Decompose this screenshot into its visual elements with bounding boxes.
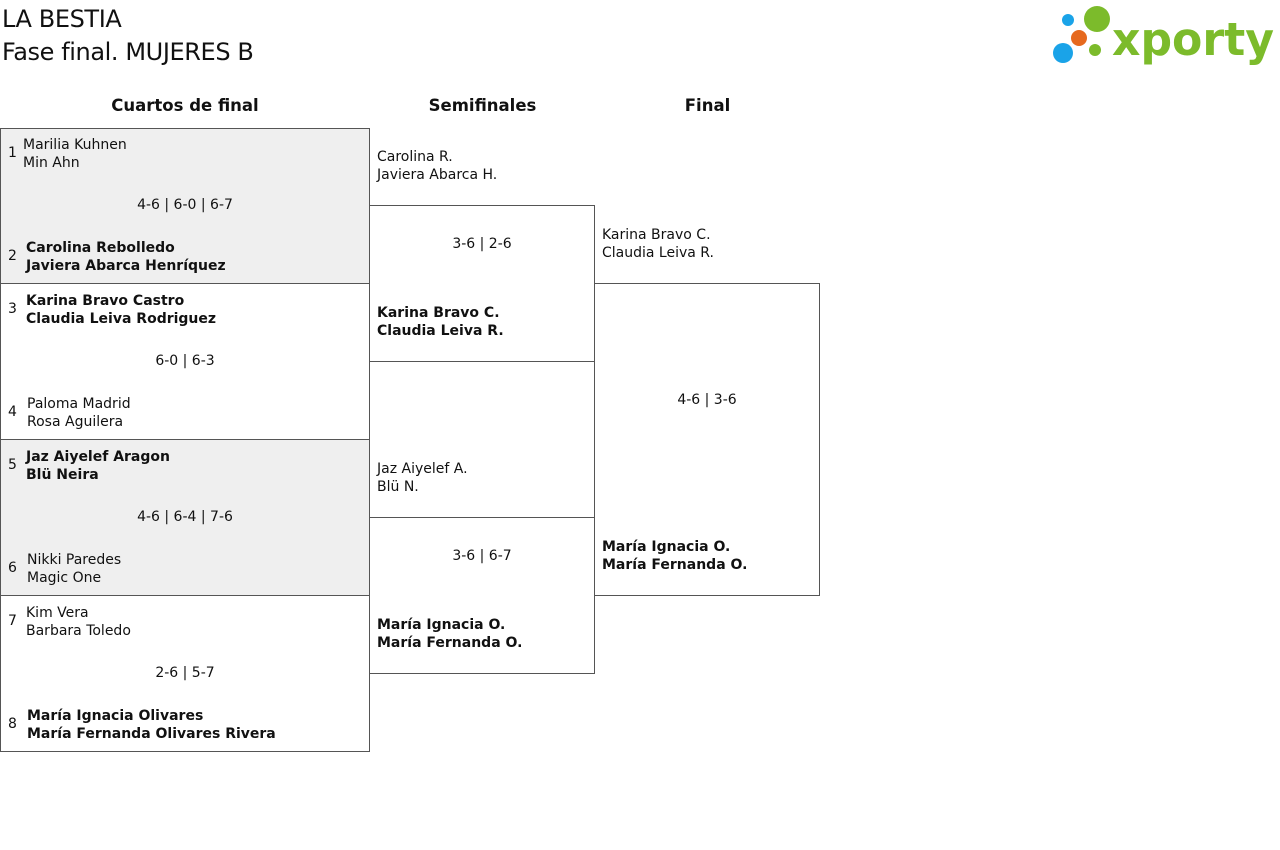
player-name: María Ignacia Olivares — [27, 708, 204, 724]
team-top-winner: Jaz Aiyelef Aragon Blü Neira — [26, 448, 170, 484]
player-name: Blü N. — [377, 479, 419, 495]
player-name: Jaz Aiyelef A. — [377, 461, 468, 477]
seed-number: 8 — [8, 716, 17, 732]
player-name: Marilia Kuhnen — [23, 137, 127, 153]
logo-dot-green-small — [1089, 44, 1101, 56]
player-name: María Fernanda O. — [377, 635, 523, 651]
seed-number: 3 — [8, 301, 17, 317]
match-score: 2-6 | 5-7 — [155, 665, 215, 681]
player-name: María Fernanda O. — [602, 557, 748, 573]
team-bottom-winner: Carolina Rebolledo Javiera Abarca Henríq… — [26, 239, 226, 275]
player-name: Javiera Abarca H. — [377, 167, 498, 183]
quarterfinal-match-3: 5 Jaz Aiyelef Aragon Blü Neira 4-6 | 6-4… — [0, 439, 370, 596]
team-top-winner: Karina Bravo Castro Claudia Leiva Rodrig… — [26, 292, 216, 328]
seed-number: 6 — [8, 560, 17, 576]
xporty-logo: xporty — [1053, 6, 1274, 66]
team-bottom-winner: María Ignacia O. María Fernanda O. — [377, 616, 522, 652]
player-name: Blü Neira — [26, 467, 99, 483]
player-name: Javiera Abarca Henríquez — [26, 258, 226, 274]
quarterfinal-match-2: 3 Karina Bravo Castro Claudia Leiva Rodr… — [0, 283, 370, 440]
semifinal-2-team-top: Jaz Aiyelef A. Blü N. — [377, 460, 468, 496]
team-bottom-winner: María Ignacia O. María Fernanda O. — [602, 538, 747, 574]
tournament-title: LA BESTIA — [2, 5, 122, 33]
seed-number: 5 — [8, 457, 17, 473]
player-name: Paloma Madrid — [27, 396, 131, 412]
match-score: 3-6 | 6-7 — [452, 548, 512, 564]
quarterfinal-match-4: 7 Kim Vera Barbara Toledo 2-6 | 5-7 8 Ma… — [0, 595, 370, 752]
player-name: Claudia Leiva Rodriguez — [26, 311, 217, 327]
player-name: Claudia Leiva R. — [377, 323, 504, 339]
quarterfinal-match-1: 1 Marilia Kuhnen Min Ahn 4-6 | 6-0 | 6-7… — [0, 128, 370, 284]
semifinal-match-1: 3-6 | 2-6 Karina Bravo C. Claudia Leiva … — [369, 205, 595, 362]
team-bottom-winner: Karina Bravo C. Claudia Leiva R. — [377, 304, 504, 340]
player-name: Min Ahn — [23, 155, 80, 171]
team-bottom: Paloma Madrid Rosa Aguilera — [27, 395, 131, 431]
final-team-top: Karina Bravo C. Claudia Leiva R. — [602, 226, 714, 262]
player-name: Karina Bravo C. — [602, 227, 711, 243]
match-score: 4-6 | 3-6 — [677, 392, 737, 408]
seed-number: 2 — [8, 248, 17, 264]
player-name: Kim Vera — [26, 605, 89, 621]
team-top: Marilia Kuhnen Min Ahn — [23, 136, 127, 172]
player-name: Carolina R. — [377, 149, 453, 165]
semifinal-match-2: 3-6 | 6-7 María Ignacia O. María Fernand… — [369, 517, 595, 674]
team-top: Kim Vera Barbara Toledo — [26, 604, 131, 640]
player-name: Rosa Aguilera — [27, 414, 124, 430]
match-score: 6-0 | 6-3 — [155, 353, 215, 369]
seed-number: 1 — [8, 145, 17, 161]
player-name: María Fernanda Olivares Rivera — [27, 726, 276, 742]
team-bottom-winner: María Ignacia Olivares María Fernanda Ol… — [27, 707, 276, 743]
seed-number: 4 — [8, 404, 17, 420]
logo-dot-blue-small — [1062, 14, 1074, 26]
match-score: 4-6 | 6-0 | 6-7 — [137, 197, 233, 213]
player-name: Magic One — [27, 570, 102, 586]
logo-dot-green — [1084, 6, 1110, 32]
final-match: 4-6 | 3-6 María Ignacia O. María Fernand… — [594, 283, 820, 596]
player-name: Claudia Leiva R. — [602, 245, 714, 261]
team-bottom: Nikki Paredes Magic One — [27, 551, 121, 587]
phase-title: Fase final. MUJERES B — [2, 38, 254, 66]
round-header-semifinals: Semifinales — [428, 96, 537, 115]
player-name: Barbara Toledo — [26, 623, 131, 639]
player-name: Carolina Rebolledo — [26, 240, 175, 256]
round-header-quarterfinals: Cuartos de final — [111, 96, 259, 115]
match-score: 4-6 | 6-4 | 7-6 — [137, 509, 233, 525]
player-name: Karina Bravo C. — [377, 305, 500, 321]
player-name: María Ignacia O. — [377, 617, 506, 633]
semifinal-1-team-top: Carolina R. Javiera Abarca H. — [377, 148, 497, 184]
match-score: 3-6 | 2-6 — [452, 236, 512, 252]
logo-dot-blue — [1053, 43, 1073, 63]
round-header-final: Final — [684, 96, 731, 115]
player-name: María Ignacia O. — [602, 539, 731, 555]
player-name: Jaz Aiyelef Aragon — [26, 449, 170, 465]
page-header: LA BESTIA Fase final. MUJERES B — [2, 3, 254, 69]
player-name: Nikki Paredes — [27, 552, 122, 568]
logo-dot-orange — [1071, 30, 1087, 46]
seed-number: 7 — [8, 613, 17, 629]
player-name: Karina Bravo Castro — [26, 293, 185, 309]
logo-wordmark: xporty — [1112, 13, 1274, 66]
